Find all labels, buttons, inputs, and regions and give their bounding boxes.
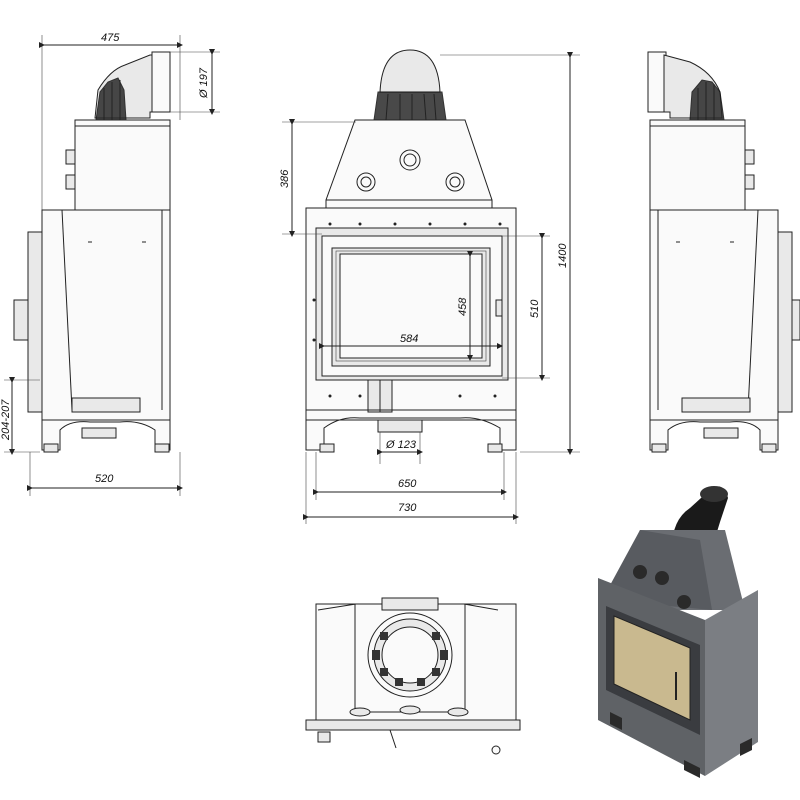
dim-overall-width: 730 <box>398 502 417 514</box>
left-side-view <box>13 35 181 453</box>
right-side-view <box>647 51 800 453</box>
top-view <box>305 597 521 755</box>
dim-flue-diameter-side: Ø 197 <box>198 67 210 99</box>
dim-side-base-height: 204-207 <box>0 399 12 441</box>
dim-hood-height: 386 <box>279 169 291 188</box>
dim-glass-width: 584 <box>400 333 418 345</box>
left-view-dimensions: 475 Ø 197 204-207 520 <box>0 32 220 496</box>
dim-inner-width: 650 <box>398 478 417 490</box>
dim-air-inlet-diameter: Ø 123 <box>385 439 417 451</box>
dim-door-height: 510 <box>529 299 541 318</box>
fireplace-3d-render <box>598 486 758 778</box>
dim-glass-height: 458 <box>457 297 469 316</box>
dim-side-depth-bottom: 520 <box>95 473 114 485</box>
front-view-dimensions: 386 1400 510 458 584 Ø 123 650 730 <box>279 52 580 524</box>
dim-total-height: 1400 <box>557 243 569 268</box>
front-view <box>305 49 517 453</box>
dim-side-depth-top: 475 <box>101 32 120 44</box>
